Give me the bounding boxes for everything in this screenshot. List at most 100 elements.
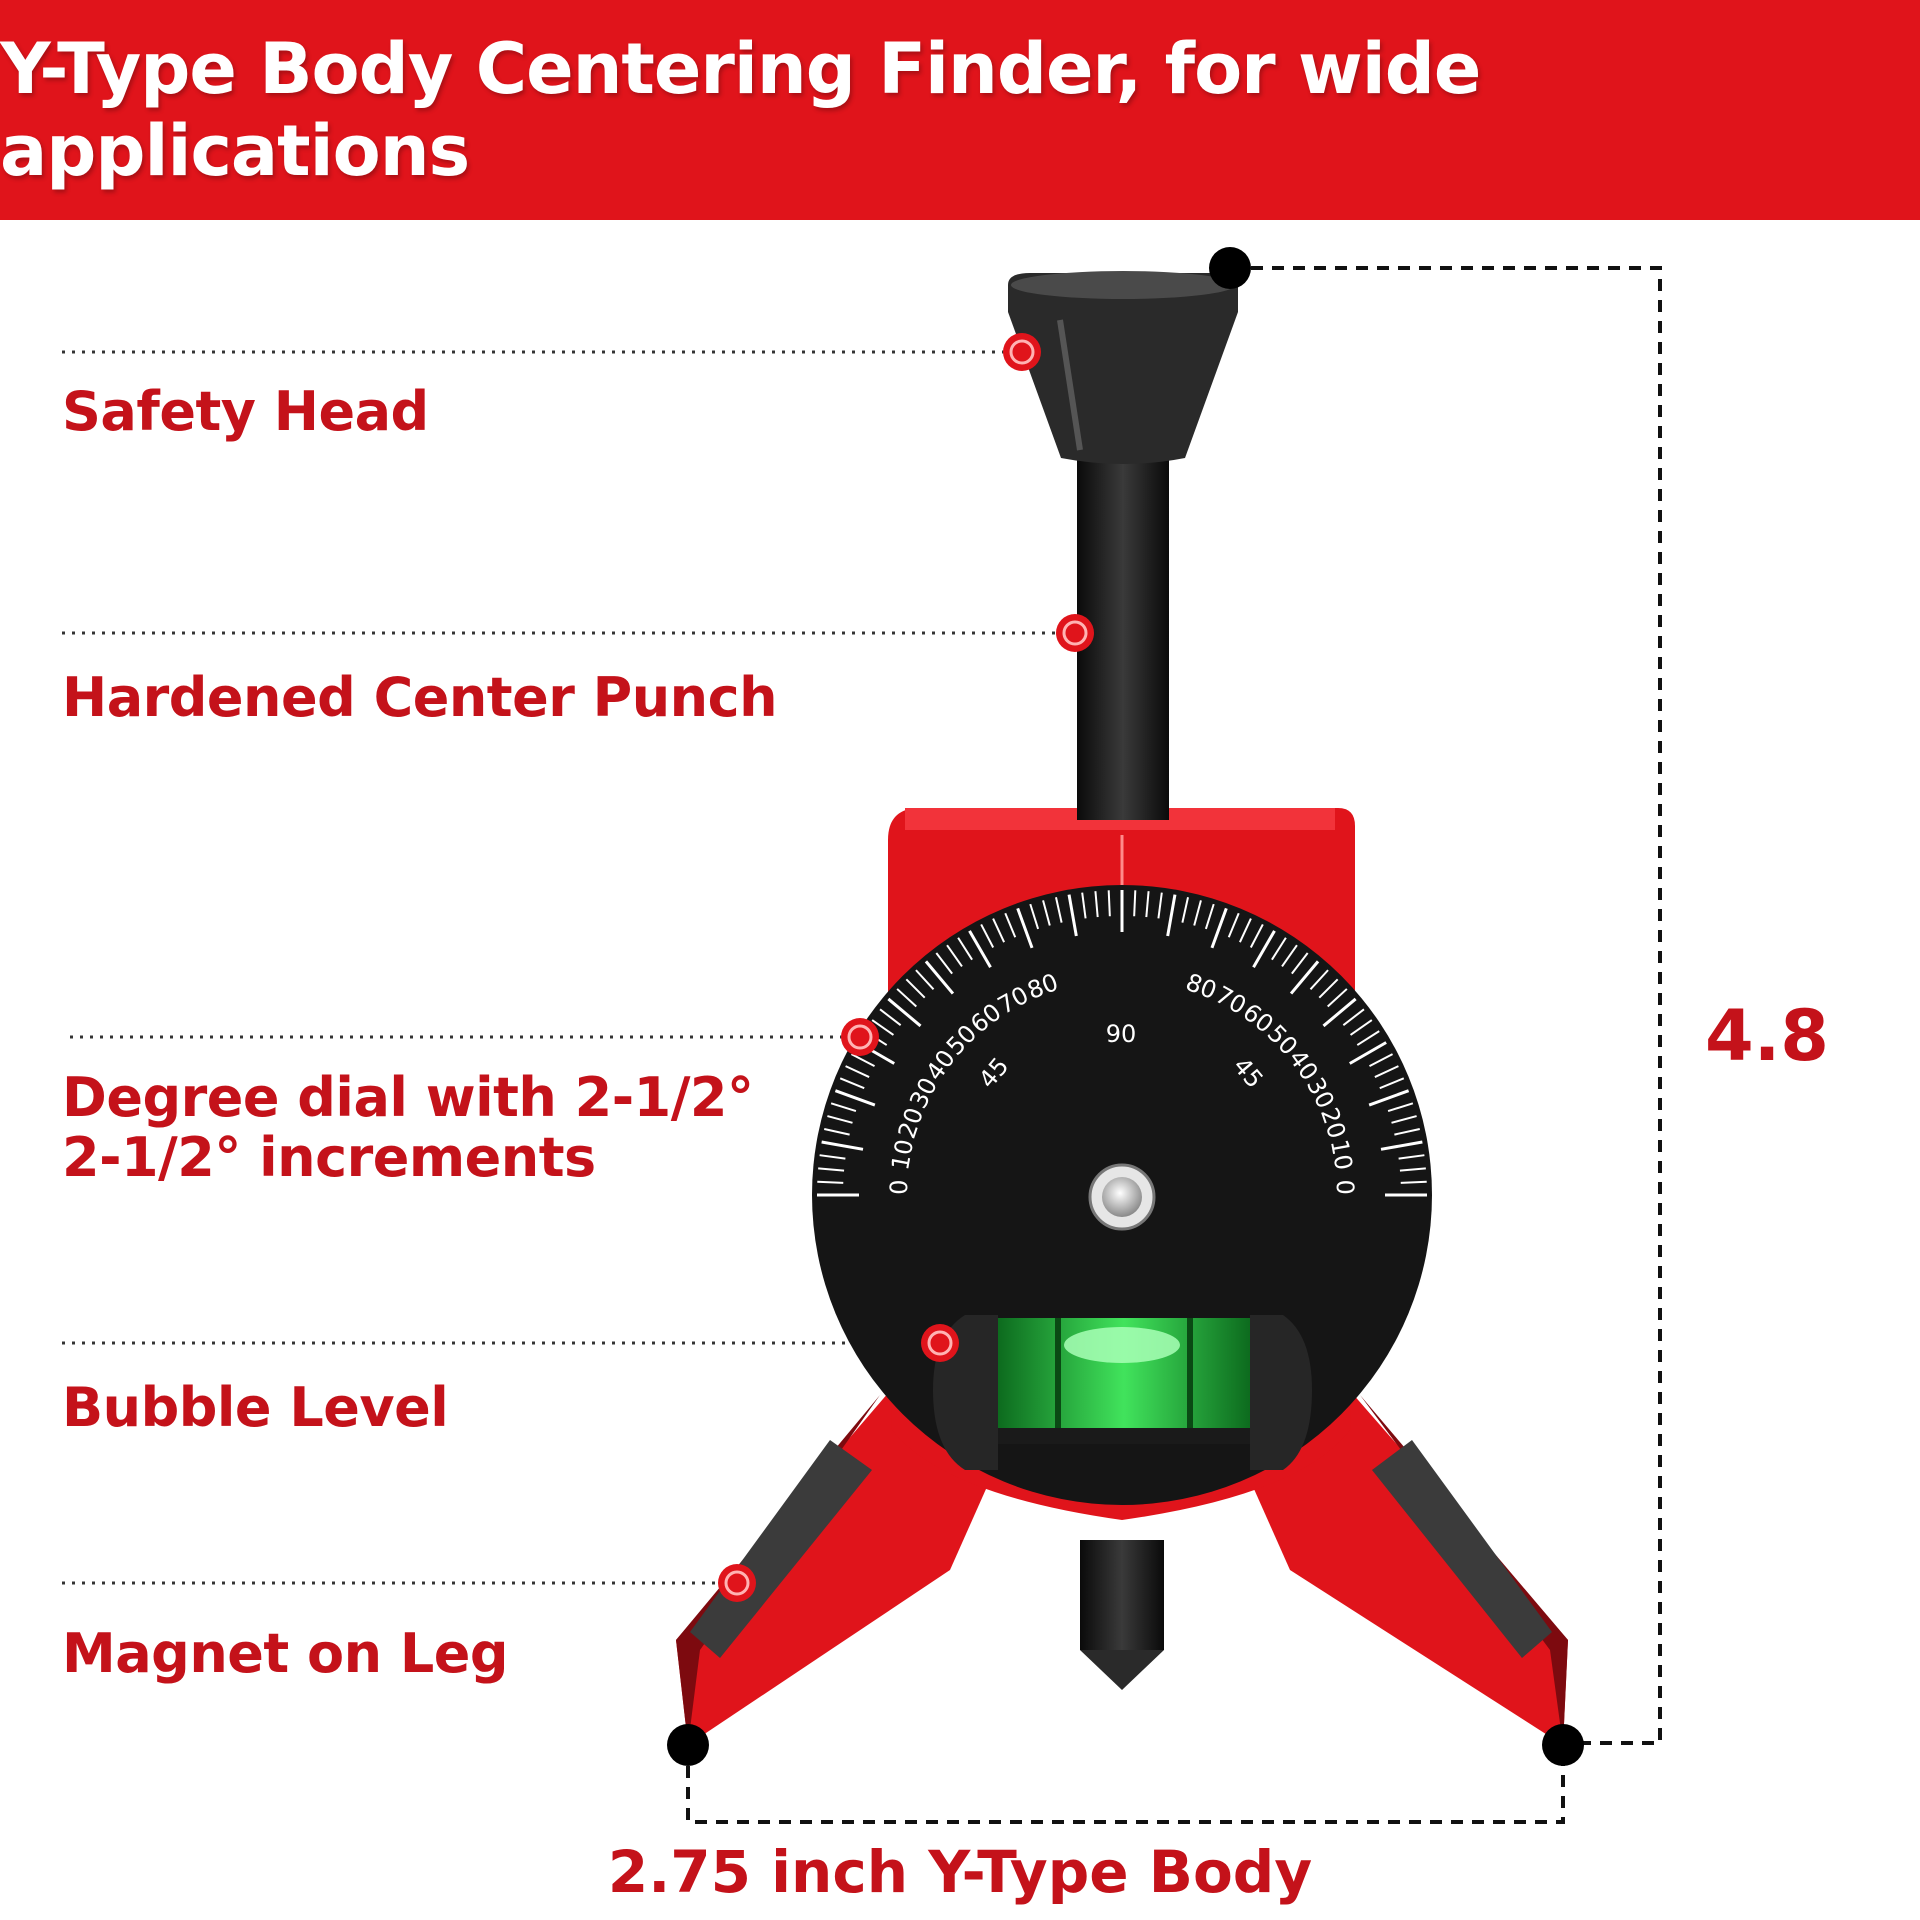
- dial-tick: [824, 1128, 850, 1136]
- left-leg-magnet: [690, 1440, 872, 1658]
- dial-tick: [879, 1008, 902, 1026]
- dial-tick: [1029, 903, 1040, 930]
- dial-tick: [830, 1102, 857, 1113]
- dial-tick: [1327, 988, 1348, 1008]
- dial-tick: [821, 1140, 864, 1151]
- dial-tick: [1016, 907, 1034, 949]
- dial-tick: [1271, 937, 1287, 961]
- tripod-legs: [676, 1385, 1568, 1745]
- dial-tick: [1368, 1089, 1410, 1107]
- dial-tick: [1166, 894, 1177, 937]
- dial-tick: [1349, 1041, 1387, 1065]
- dial-tick: [1239, 918, 1252, 943]
- dial-tick: [992, 918, 1005, 943]
- dial-tick: [1145, 891, 1150, 918]
- marker-safety-head-icon: [1003, 333, 1041, 371]
- dial-tick: [896, 988, 917, 1008]
- dimension-lines: [686, 266, 1662, 1824]
- dial-tick: [1391, 1115, 1417, 1124]
- marker-bubble-level-icon: [921, 1324, 959, 1362]
- dial-tick: [887, 997, 922, 1028]
- dial-tick: [1004, 912, 1017, 938]
- label-bubble-level: Bubble Level: [62, 1376, 449, 1439]
- dial-tick: [1387, 1102, 1414, 1113]
- dial-tick: [1349, 1019, 1373, 1036]
- dial-tick: [817, 1180, 844, 1184]
- label-safety-head: Safety Head: [62, 380, 429, 443]
- dial-tick: [905, 978, 926, 999]
- dial-tick: [1055, 897, 1063, 923]
- dial-tick: [845, 1065, 870, 1078]
- dial-tick: [1094, 891, 1099, 918]
- height-dimension-line: [1230, 266, 1662, 1745]
- dial-tick: [1107, 890, 1111, 917]
- endpoint-top-icon: [1209, 247, 1251, 289]
- dial-tick: [1252, 930, 1276, 968]
- width-dimension-line: [686, 1745, 1565, 1824]
- label-degree-dial: Degree dial with 2-1/2° 2-1/2° increment…: [62, 1066, 754, 1189]
- dial-label-right: 0: [1331, 1179, 1360, 1195]
- dial-tick: [1369, 1053, 1394, 1068]
- dial-tick: [915, 969, 935, 990]
- dial-tick: [1157, 892, 1163, 919]
- dial-label-left: 10: [886, 1137, 919, 1172]
- dial-tick: [968, 930, 992, 968]
- dial-tick: [1379, 1077, 1405, 1090]
- safety-head: [1008, 271, 1238, 464]
- dial-tick: [818, 1167, 845, 1172]
- dial-tick: [980, 923, 995, 948]
- dial-tick: [1133, 890, 1137, 917]
- dial-label-90: 90: [1106, 1020, 1137, 1048]
- dial-tick: [1399, 1167, 1426, 1172]
- dial-tick: [1289, 960, 1320, 995]
- marker-magnet-leg-icon: [718, 1564, 756, 1602]
- banner-title: Y-Type Body Centering Finder, for wide a…: [0, 28, 1481, 192]
- dial-ticks: [817, 890, 1427, 1197]
- dial-tick: [924, 960, 955, 995]
- marker-center-punch-icon: [1056, 614, 1094, 652]
- right-leg: [1250, 1385, 1568, 1745]
- dial-tick: [1356, 1030, 1380, 1046]
- dial-tick: [957, 937, 973, 961]
- dial-tick: [935, 952, 953, 975]
- dimension-endpoints: [667, 247, 1584, 1766]
- endpoint-left-leg-icon: [667, 1724, 709, 1766]
- dial-tick: [827, 1115, 853, 1124]
- dial-tick: [1281, 944, 1298, 968]
- label-hardened-center-punch: Hardened Center Punch: [62, 666, 778, 729]
- dial-tick: [1322, 997, 1357, 1028]
- dial-tick: [1181, 897, 1189, 923]
- dial-tick: [1342, 1008, 1365, 1026]
- right-leg-magnet: [1372, 1440, 1552, 1658]
- dial-tick: [1249, 923, 1264, 948]
- dial-tick: [1204, 903, 1215, 930]
- pivot-screw: [1102, 1177, 1142, 1217]
- height-dimension-value: 4.8: [1705, 995, 1830, 1077]
- dial-tick: [1398, 1154, 1425, 1160]
- dial-tick: [871, 1019, 895, 1036]
- title-banner: Y-Type Body Centering Finder, for wide a…: [0, 0, 1920, 220]
- dial-tick: [839, 1077, 865, 1090]
- dial-tick: [1081, 892, 1087, 919]
- bubble: [1064, 1327, 1180, 1363]
- dial-tick: [819, 1154, 846, 1160]
- endpoint-right-leg-icon: [1542, 1724, 1584, 1766]
- dial-tick: [1318, 978, 1339, 999]
- callout-markers: [718, 333, 1094, 1602]
- dial-tick: [1210, 907, 1228, 949]
- leader-lines: [62, 350, 1065, 1585]
- dial-tick: [834, 1089, 876, 1107]
- width-dimension-value: 2.75 inch Y-Type Body: [607, 1838, 1313, 1906]
- dial-tick: [946, 944, 963, 968]
- dial-tick: [1394, 1128, 1420, 1136]
- dial-tick: [1291, 952, 1309, 975]
- dial-label-left: 0: [885, 1179, 914, 1195]
- marker-degree-dial-icon: [841, 1018, 879, 1056]
- label-magnet-on-leg: Magnet on Leg: [62, 1622, 509, 1685]
- width-dimension-caption: 2.75 inch Y-Type Body: [0, 1838, 1920, 1906]
- dial-tick: [850, 1053, 875, 1068]
- left-leg: [676, 1385, 990, 1745]
- dial-tick: [1042, 900, 1051, 926]
